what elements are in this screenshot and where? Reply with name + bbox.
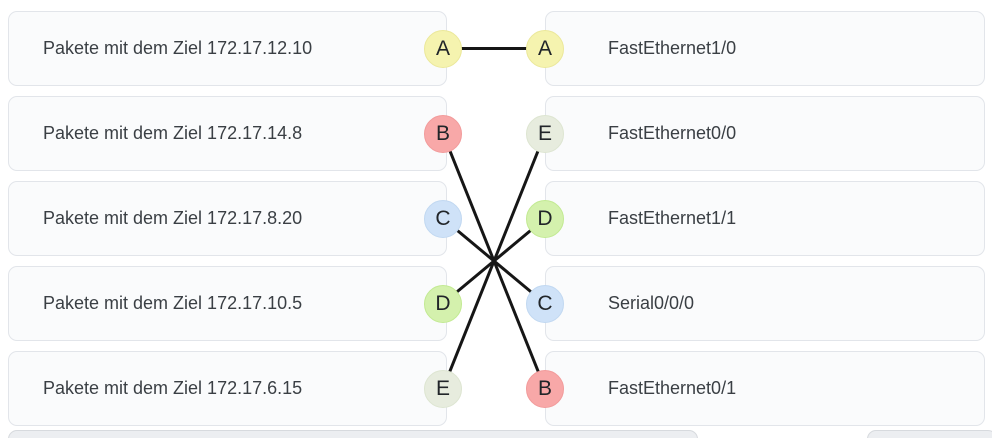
- right-item-card[interactable]: FastEthernet1/1: [545, 181, 985, 256]
- next-row-partial-card-right: [867, 430, 992, 438]
- connection-line-E-E: [441, 132, 547, 390]
- match-handle-A-left[interactable]: A: [424, 29, 462, 68]
- right-item-card[interactable]: FastEthernet1/0: [545, 11, 985, 86]
- match-handle-E-left[interactable]: E: [424, 369, 462, 408]
- connection-line-B-B: [441, 132, 547, 390]
- left-item-label: Pakete mit dem Ziel 172.17.10.5: [43, 293, 303, 313]
- left-item-label: Pakete mit dem Ziel 172.17.6.15: [43, 378, 303, 398]
- left-item-card[interactable]: Pakete mit dem Ziel 172.17.6.15: [8, 351, 447, 426]
- match-handle-D-left[interactable]: D: [424, 284, 462, 323]
- left-item-label: Pakete mit dem Ziel 172.17.12.10: [43, 38, 313, 58]
- right-item-label: FastEthernet0/1: [608, 378, 737, 398]
- right-item-label: FastEthernet1/0: [608, 38, 737, 58]
- match-handle-C-left[interactable]: C: [424, 199, 462, 238]
- match-handle-B-right[interactable]: B: [526, 369, 564, 408]
- left-item-label: Pakete mit dem Ziel 172.17.14.8: [43, 123, 303, 143]
- right-item-card[interactable]: Serial0/0/0: [545, 266, 985, 341]
- left-item-card[interactable]: Pakete mit dem Ziel 172.17.8.20: [8, 181, 447, 256]
- right-item-card[interactable]: FastEthernet0/0: [545, 96, 985, 171]
- left-item-card[interactable]: Pakete mit dem Ziel 172.17.14.8: [8, 96, 447, 171]
- left-item-card[interactable]: Pakete mit dem Ziel 172.17.12.10: [8, 11, 447, 86]
- match-handle-D-right[interactable]: D: [526, 199, 564, 238]
- right-item-card[interactable]: FastEthernet0/1: [545, 351, 985, 426]
- right-item-label: Serial0/0/0: [608, 293, 695, 313]
- next-row-partial-card-left: [8, 430, 698, 438]
- match-handle-C-right[interactable]: C: [526, 284, 564, 323]
- left-item-card[interactable]: Pakete mit dem Ziel 172.17.10.5: [8, 266, 447, 341]
- match-handle-B-left[interactable]: B: [424, 114, 462, 153]
- match-handle-E-right[interactable]: E: [526, 114, 564, 153]
- match-handle-A-right[interactable]: A: [526, 29, 564, 68]
- right-item-label: FastEthernet0/0: [608, 123, 737, 143]
- right-item-label: FastEthernet1/1: [608, 208, 737, 228]
- left-item-label: Pakete mit dem Ziel 172.17.8.20: [43, 208, 303, 228]
